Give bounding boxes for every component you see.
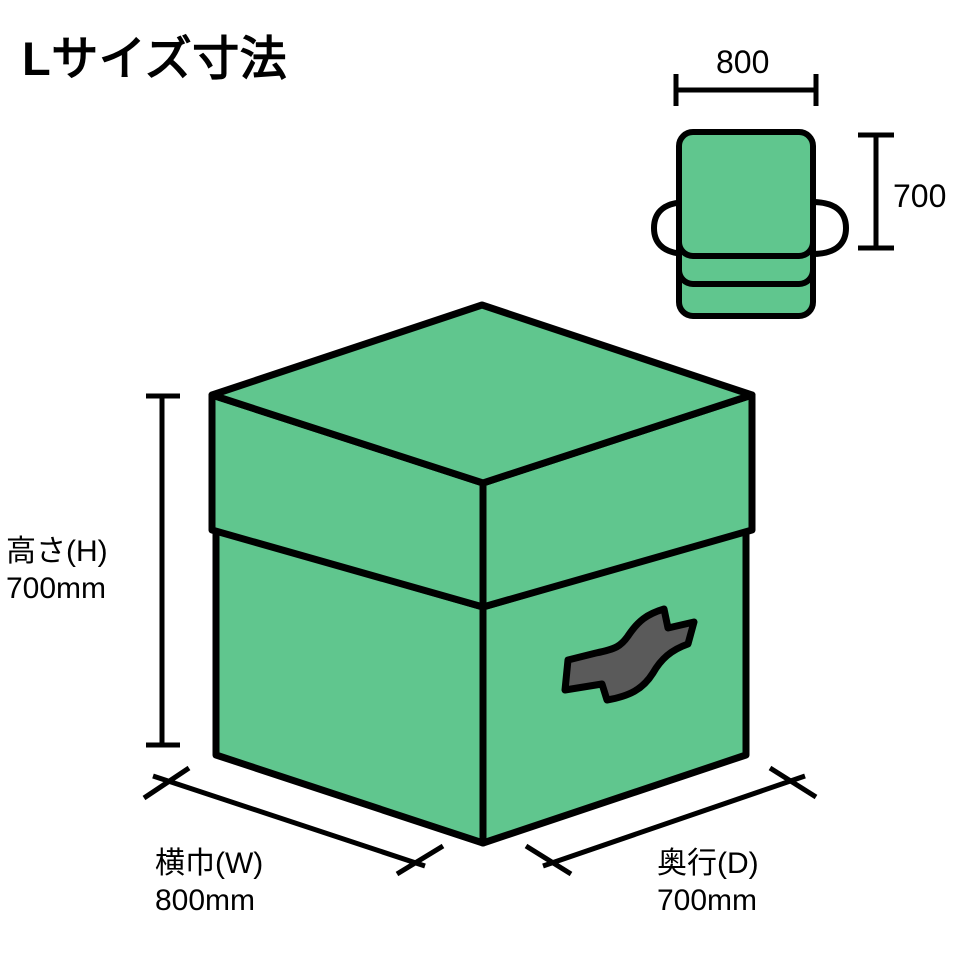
depth-label-value: 700mm: [657, 883, 758, 917]
inset-width-value: 800: [716, 44, 770, 80]
depth-dimension-label: 奥行(D) 700mm: [657, 846, 759, 919]
inset-width-dimension: [673, 74, 819, 106]
width-label-text: 横巾(W): [155, 847, 264, 880]
inset-handle-right-icon: [809, 199, 850, 257]
page-title: Lサイズ寸法: [22, 32, 288, 85]
inset-handle-left-icon: [650, 199, 691, 257]
height-dimension-line: [146, 393, 180, 748]
box-handle-slot-icon: [561, 605, 698, 704]
depth-dimension-line: [524, 765, 818, 877]
height-dimension-label: 高さ(H) 700mm: [6, 534, 108, 607]
width-dimension-label: 横巾(W) 800mm: [155, 846, 263, 919]
width-dimension-line: [142, 765, 445, 877]
height-label-value: 700mm: [6, 571, 107, 605]
inset-height-dimension: [858, 132, 894, 251]
inset-height-value: 700: [893, 178, 947, 214]
inset-lid-face: [676, 129, 816, 259]
inset-top-view-group: [650, 74, 894, 319]
box-lid-top-face: [208, 301, 756, 487]
depth-label-text: 奥行(D): [657, 847, 759, 880]
height-label-text: 高さ(H): [6, 535, 108, 568]
main-box-group: [208, 301, 756, 847]
width-label-value: 800mm: [155, 883, 256, 917]
